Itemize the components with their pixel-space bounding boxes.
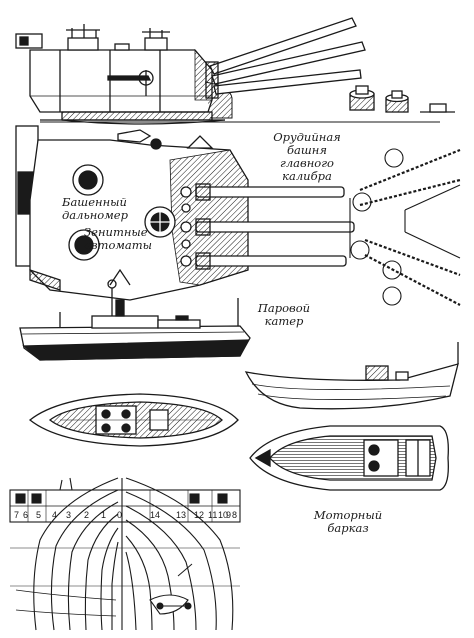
motor-launch-label-line-1: Моторный	[313, 508, 383, 522]
frame-number: 3	[66, 510, 72, 520]
whaleboat-plan	[28, 393, 239, 447]
aa-guns-label-line-2: автоматы	[84, 238, 153, 252]
anchor-chains	[349, 148, 461, 306]
turret-plan-view	[15, 125, 249, 301]
capstans	[349, 85, 455, 113]
turret-side-view	[15, 24, 233, 125]
frame-number: 0	[117, 510, 123, 520]
frame-number: 10	[218, 510, 229, 520]
hull-lines-body-plan	[9, 477, 241, 631]
turret-label: Орудийная башня главного калибра	[262, 131, 352, 183]
rangefinder-label: Башенный дальномер	[62, 196, 128, 222]
boat-side-view	[244, 342, 459, 410]
frame-number: 13	[176, 510, 187, 520]
frame-number: 11	[208, 510, 218, 520]
frame-number: 9	[226, 510, 232, 520]
motor-launch-label: Моторный барказ	[306, 509, 390, 535]
frame-number: 8	[232, 510, 238, 520]
steam-launch-label-line-1: Паровой	[257, 301, 311, 315]
frame-number: 2	[84, 510, 90, 520]
motor-launch-plan	[249, 425, 449, 491]
rangefinder-label-line-1: Башенный	[62, 195, 127, 209]
steam-launch-label: Паровой катер	[254, 302, 314, 328]
turret-label-line-3: главного	[280, 156, 334, 170]
frame-number: 12	[194, 510, 205, 520]
turret-gun-barrels-side	[205, 17, 366, 99]
turret-label-line-2: башня	[287, 143, 327, 157]
frame-number: 1	[101, 510, 107, 520]
frame-number: 7	[14, 510, 20, 520]
motor-launch-label-line-2: барказ	[327, 521, 369, 535]
aa-guns-label-line-1: Зенитные	[84, 225, 148, 239]
frame-number: 14	[150, 510, 161, 520]
steam-launch-label-line-2: катер	[264, 314, 304, 328]
aa-guns-label: Зенитные автоматы	[84, 226, 152, 252]
frame-number: 4	[52, 510, 58, 520]
turret-label-line-1: Орудийная	[273, 130, 341, 144]
frame-number: 6	[23, 510, 29, 520]
frame-number: 5	[36, 510, 42, 520]
rangefinder-label-line-2: дальномер	[62, 208, 128, 222]
steam-launch-side	[19, 279, 251, 361]
turret-gun-barrels-plan	[180, 183, 355, 270]
turret-label-line-4: калибра	[282, 169, 332, 183]
